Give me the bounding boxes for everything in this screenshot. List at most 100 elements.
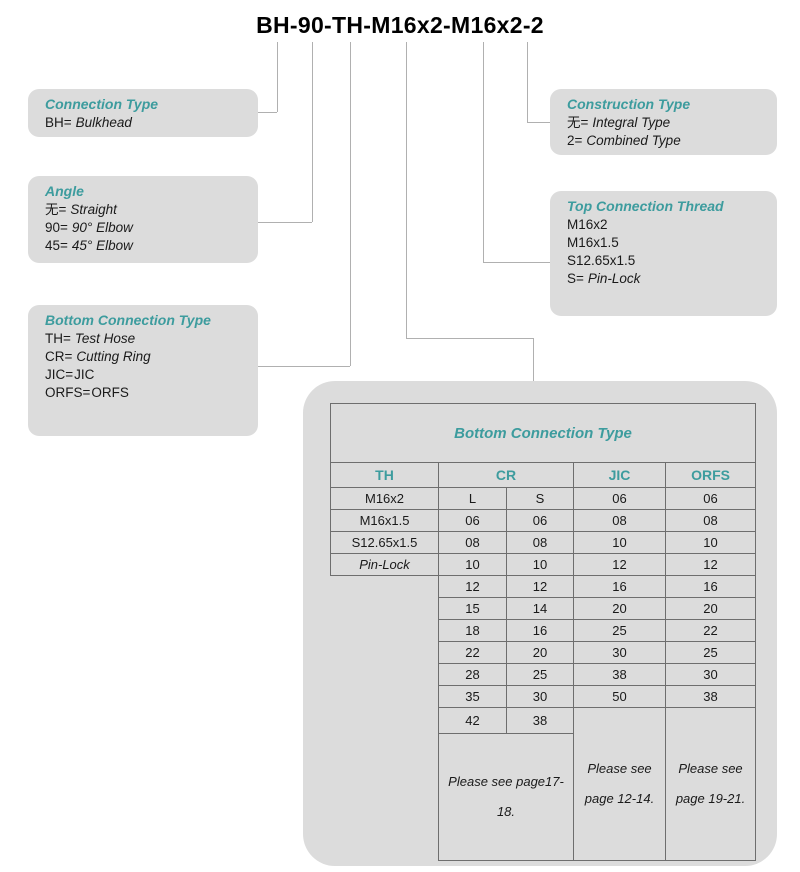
table-cell: 30	[506, 685, 574, 708]
callout-item: S12.65x1.5	[567, 252, 769, 270]
item-desc: Bulkhead	[75, 115, 132, 130]
table-cell: 16	[664, 575, 757, 598]
item-code: JIC=	[45, 367, 74, 382]
top-connection-thread-callout: Top Connection Thread M16x2 M16x1.5 S12.…	[550, 191, 777, 316]
column-header-cr: CR	[438, 462, 574, 488]
table-cell: 14	[506, 597, 574, 620]
connector-line-bottom-thread	[406, 42, 407, 338]
connector-line-construction	[527, 122, 551, 123]
connection-type-callout: Connection Type BH=Bulkhead	[28, 89, 258, 137]
table-cell: M16x1.5	[330, 509, 439, 532]
table-cell: 42	[438, 707, 507, 734]
callout-item: JIC=JIC	[45, 366, 250, 384]
table-cell: 16	[506, 619, 574, 642]
connector-line-bottom-thread	[406, 338, 534, 339]
connector-line-angle	[312, 42, 313, 222]
callout-item: 无=Straight	[45, 201, 250, 219]
item-desc: ORFS	[91, 385, 129, 400]
bottom-connection-type-callout: Bottom Connection Type TH=Test Hose CR=C…	[28, 305, 258, 436]
item-code: 90=	[45, 220, 68, 235]
table-cell: 10	[506, 553, 574, 576]
table-cell: 16	[573, 575, 666, 598]
callout-item: BH=Bulkhead	[45, 114, 250, 132]
column-header-th: TH	[330, 462, 439, 488]
table-cell: 08	[506, 531, 574, 554]
item-code: M16x1.5	[567, 235, 619, 250]
table-cell: 38	[506, 707, 574, 734]
callout-item: 45=45° Elbow	[45, 237, 250, 255]
table-cell: 12	[506, 575, 574, 598]
column-header-jic: JIC	[573, 462, 666, 488]
table-cell: 20	[573, 597, 666, 620]
table-cell: 12	[664, 553, 757, 576]
callout-item: 2=Combined Type	[567, 132, 769, 150]
callout-item: TH=Test Hose	[45, 330, 250, 348]
item-code: TH=	[45, 331, 71, 346]
bottom-connection-table: Bottom Connection Type TH CR JIC ORFS M1…	[329, 403, 757, 861]
callout-item: S=Pin-Lock	[567, 270, 769, 288]
table-cell: 30	[664, 663, 757, 686]
table-cell: 25	[573, 619, 666, 642]
item-code: 无=	[45, 202, 67, 217]
column-header-orfs: ORFS	[664, 462, 757, 488]
callout-item: 90=90° Elbow	[45, 219, 250, 237]
table-cell: 38	[573, 663, 666, 686]
table-cell: 50	[573, 685, 666, 708]
item-code: M16x2	[567, 217, 608, 232]
item-code: CR=	[45, 349, 73, 364]
table-cell: 30	[573, 641, 666, 664]
callout-item: 无=Integral Type	[567, 114, 769, 132]
item-desc: Straight	[70, 202, 117, 217]
construction-type-callout: Construction Type 无=Integral Type 2=Comb…	[550, 89, 777, 155]
table-cell: 08	[664, 509, 757, 532]
item-code: 2=	[567, 133, 583, 148]
callout-heading: Construction Type	[567, 96, 691, 112]
table-cell: S12.65x1.5	[330, 531, 439, 554]
table-cell: S	[506, 487, 574, 510]
item-code: BH=	[45, 115, 72, 130]
callout-heading: Top Connection Thread	[567, 198, 724, 214]
table-cell: 20	[506, 641, 574, 664]
item-code: 45=	[45, 238, 68, 253]
connector-line-bh	[277, 42, 278, 112]
callout-heading: Angle	[45, 183, 84, 199]
table-cell: 22	[438, 641, 507, 664]
item-desc: Cutting Ring	[76, 349, 151, 364]
table-cell: 25	[664, 641, 757, 664]
connector-line-angle	[258, 222, 312, 223]
item-desc: Integral Type	[592, 115, 671, 130]
connector-line-bottom-type	[350, 42, 351, 366]
item-code: 无=	[567, 115, 589, 130]
connector-line-top-thread	[483, 262, 551, 263]
item-code: S=	[567, 271, 584, 286]
angle-callout: Angle 无=Straight 90=90° Elbow 45=45° Elb…	[28, 176, 258, 263]
item-desc: 90° Elbow	[71, 220, 133, 235]
table-cell: M16x2	[330, 487, 439, 510]
callout-item: M16x1.5	[567, 234, 769, 252]
table-cell: 06	[506, 509, 574, 532]
item-desc: Pin-Lock	[587, 271, 641, 286]
item-desc: 45° Elbow	[71, 238, 133, 253]
table-cell: 06	[438, 509, 507, 532]
table-cell: 06	[664, 487, 757, 510]
connector-line-bh	[258, 112, 277, 113]
table-cell: 12	[573, 553, 666, 576]
table-title: Bottom Connection Type	[329, 403, 757, 463]
item-code: S12.65x1.5	[567, 253, 636, 268]
table-cell: 25	[506, 663, 574, 686]
table-cell: 12	[438, 575, 507, 598]
table-cell: 10	[573, 531, 666, 554]
connector-line-top-thread	[483, 42, 484, 262]
note-cell-cr: Please see page17- 18.	[438, 733, 574, 861]
bottom-connection-table-panel: Bottom Connection Type TH CR JIC ORFS M1…	[303, 381, 777, 866]
table-cell: 35	[438, 685, 507, 708]
table-cell: 08	[573, 509, 666, 532]
item-desc: Test Hose	[74, 331, 136, 346]
callout-item: M16x2	[567, 216, 769, 234]
